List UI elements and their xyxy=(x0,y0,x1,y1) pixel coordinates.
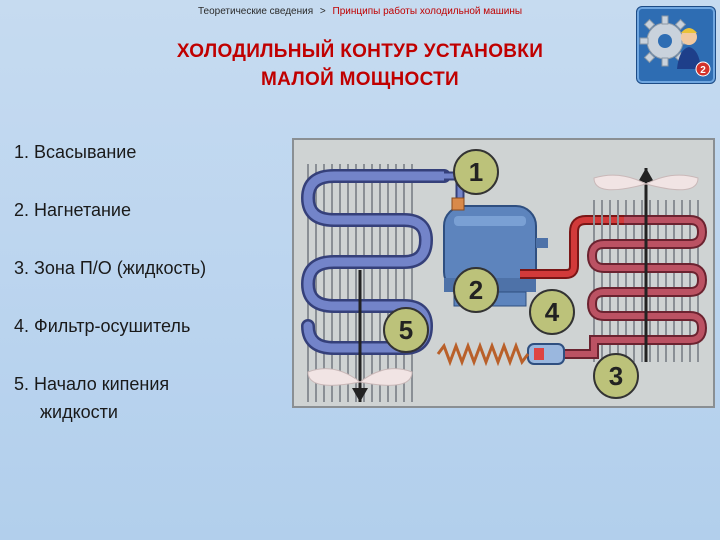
discharge-line xyxy=(520,217,624,277)
breadcrumb-current: Принципы работы холодильной машины xyxy=(332,6,523,17)
gear-person-logo-icon: 2 xyxy=(639,15,711,77)
list-item-label: 3. Зона П/О (жидкость) xyxy=(14,258,207,278)
logo[interactable]: 2 xyxy=(636,6,716,84)
stage-list: 1. Всасывание 2. Нагнетание 3. Зона П/О … xyxy=(14,138,294,428)
condenser-coil xyxy=(546,217,706,357)
fan-right xyxy=(593,168,699,362)
page-title: ХОЛОДИЛЬНЫЙ КОНТУР УСТАНОВКИ МАЛОЙ МОЩНО… xyxy=(80,38,640,94)
list-item: 2. Нагнетание xyxy=(14,196,294,254)
list-item: 3. Зона П/О (жидкость) xyxy=(14,254,294,312)
marker-2: 2 xyxy=(453,267,499,313)
marker-3: 3 xyxy=(593,353,639,399)
svg-text:5: 5 xyxy=(399,315,413,345)
list-item: 1. Всасывание xyxy=(14,138,294,196)
svg-text:4: 4 xyxy=(545,297,560,327)
breadcrumb-separator: > xyxy=(319,6,326,17)
list-item-label: 5. Начало кипения xyxy=(14,374,170,394)
page-title-line2: МАЛОЙ МОЩНОСТИ xyxy=(260,69,459,90)
svg-text:3: 3 xyxy=(609,361,623,391)
marker-1: 1 xyxy=(453,149,499,195)
svg-text:1: 1 xyxy=(469,157,483,187)
svg-text:2: 2 xyxy=(469,275,483,305)
fan-left xyxy=(307,270,413,402)
list-item: 4. Фильтр-осушитель xyxy=(14,312,294,370)
marker-5: 5 xyxy=(383,307,429,353)
list-item-label: 2. Нагнетание xyxy=(14,200,131,220)
logo-badge: 2 xyxy=(700,65,706,76)
breadcrumb-parent[interactable]: Теоретические сведения xyxy=(197,6,314,17)
filter-drier xyxy=(527,343,565,365)
refrigeration-diagram: 1 2 4 3 5 xyxy=(292,138,715,408)
list-item-label: 1. Всасывание xyxy=(14,142,137,162)
page-title-line1: ХОЛОДИЛЬНЫЙ КОНТУР УСТАНОВКИ xyxy=(176,41,544,62)
refrigeration-circuit-svg: 1 2 4 3 5 xyxy=(300,149,708,402)
list-item-label-continued: жидкости xyxy=(40,402,118,422)
breadcrumb: Теоретические сведения > Принципы работы… xyxy=(0,6,720,17)
capillary-tube xyxy=(436,341,530,367)
marker-4: 4 xyxy=(529,289,575,335)
list-item-label: 4. Фильтр-осушитель xyxy=(14,316,191,336)
list-item: 5. Начало кипения жидкости xyxy=(14,370,294,428)
